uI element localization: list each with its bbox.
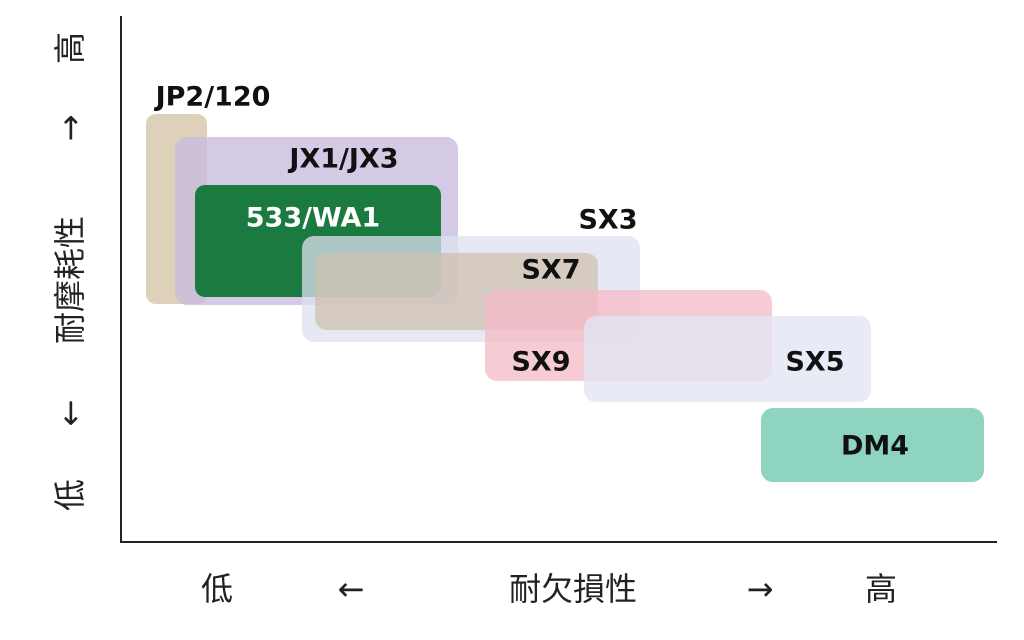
label-533-wa1: 533/WA1 <box>246 203 380 234</box>
label-sx5: SX5 <box>785 347 844 378</box>
region-dm4 <box>761 408 984 482</box>
label-jx1-jx3: JX1/JX3 <box>287 144 398 175</box>
x-axis-arrow-right: → <box>747 570 774 608</box>
x-axis-arrow-left: ← <box>338 570 365 608</box>
label-dm4: DM4 <box>841 431 909 462</box>
label-sx7: SX7 <box>521 255 580 286</box>
label-sx9: SX9 <box>511 347 570 378</box>
x-axis-high: 高 <box>865 570 897 608</box>
label-jp2-120: JP2/120 <box>154 82 271 113</box>
y-axis-arrow-up: → <box>51 115 89 142</box>
label-sx3: SX3 <box>578 205 637 236</box>
y-axis-low: 低 <box>51 479 89 511</box>
y-axis-arrow-down: ← <box>51 400 89 427</box>
y-axis-title: 耐摩耗性 <box>51 216 89 344</box>
region-sx5 <box>584 316 871 402</box>
y-axis-high: 高 <box>51 32 89 64</box>
x-axis-title: 耐欠損性 <box>509 570 637 608</box>
x-axis-low: 低 <box>201 570 233 608</box>
